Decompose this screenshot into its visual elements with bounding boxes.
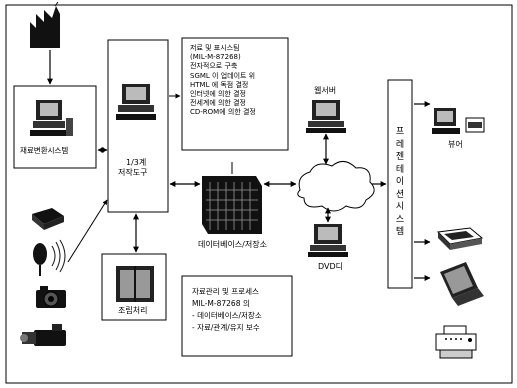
spec-line: 인터넷에 의한 결정 [190,90,256,99]
tool-computer-icon [116,84,156,120]
data-line: 자료관리 및 프로세스 [192,286,262,298]
capture-system-label: 재료변환시스템 [20,146,68,156]
vertical-char: 레 [394,139,406,152]
camcorder-icon [20,324,66,346]
vertical-char: 테 [394,164,406,177]
database-label: 데이터베이스/저장소 [198,240,267,250]
vertical-char: 션 [394,189,406,202]
viewer-computer-icon [432,108,484,134]
microphone-icon [33,240,65,276]
vertical-char: 스 [394,214,406,227]
printer-icon [436,326,476,358]
spec-line: 전자적으로 구축 [190,62,256,71]
authoring-tool-box [108,40,168,212]
data-line: MIL-M-87268 의 [192,298,262,310]
scanner-icon [32,208,64,230]
camera-icon [36,286,66,308]
spec-box-text: 저료 및 표시스팀 (MIL-M-87268) 전자적으로 구축 SGML 이 … [190,44,256,118]
database-icon [202,176,262,234]
vertical-char: 프 [394,126,406,139]
laptop-icon [440,262,484,306]
vertical-char: 시 [394,201,406,214]
data-box-text: 자료관리 및 프로세스 MIL-M-87268 의 - 데이터베이스/저장소 -… [192,286,262,334]
arrow-media-to-tool [68,200,107,262]
reference-label: 조립처리 [118,306,147,316]
web-server-icon [306,100,346,133]
spec-line: CD-ROM에 의한 결정 [190,108,256,117]
book-icon [116,266,154,302]
dvd-label: DVD디 [318,262,343,272]
output-scanner-icon [438,228,482,250]
data-line: - 데이터베이스/저장소 [192,310,262,322]
spec-line: SGML 이 업데이트 위 [190,72,256,81]
vertical-char: 젠 [394,151,406,164]
vertical-char: 템 [394,226,406,239]
dvd-computer-icon [308,224,348,257]
factory-icon [30,2,60,48]
server-label: 웹서버 [314,86,336,96]
spec-line: HTML 에 독점 결정 [190,81,256,90]
tool-label-bottom: 저작도구 [118,168,147,178]
tool-label-top: 1/3계 [126,158,146,168]
spec-line: 저료 및 표시스팀 [190,44,256,53]
vertical-char: 이 [394,176,406,189]
data-line: - 자료/관계/유지 보수 [192,322,262,334]
viewer-label: 뷰어 [448,140,463,150]
network-cloud [298,161,374,211]
presentation-system-label: 프 레 젠 테 이 션 시 스 템 [394,126,406,239]
